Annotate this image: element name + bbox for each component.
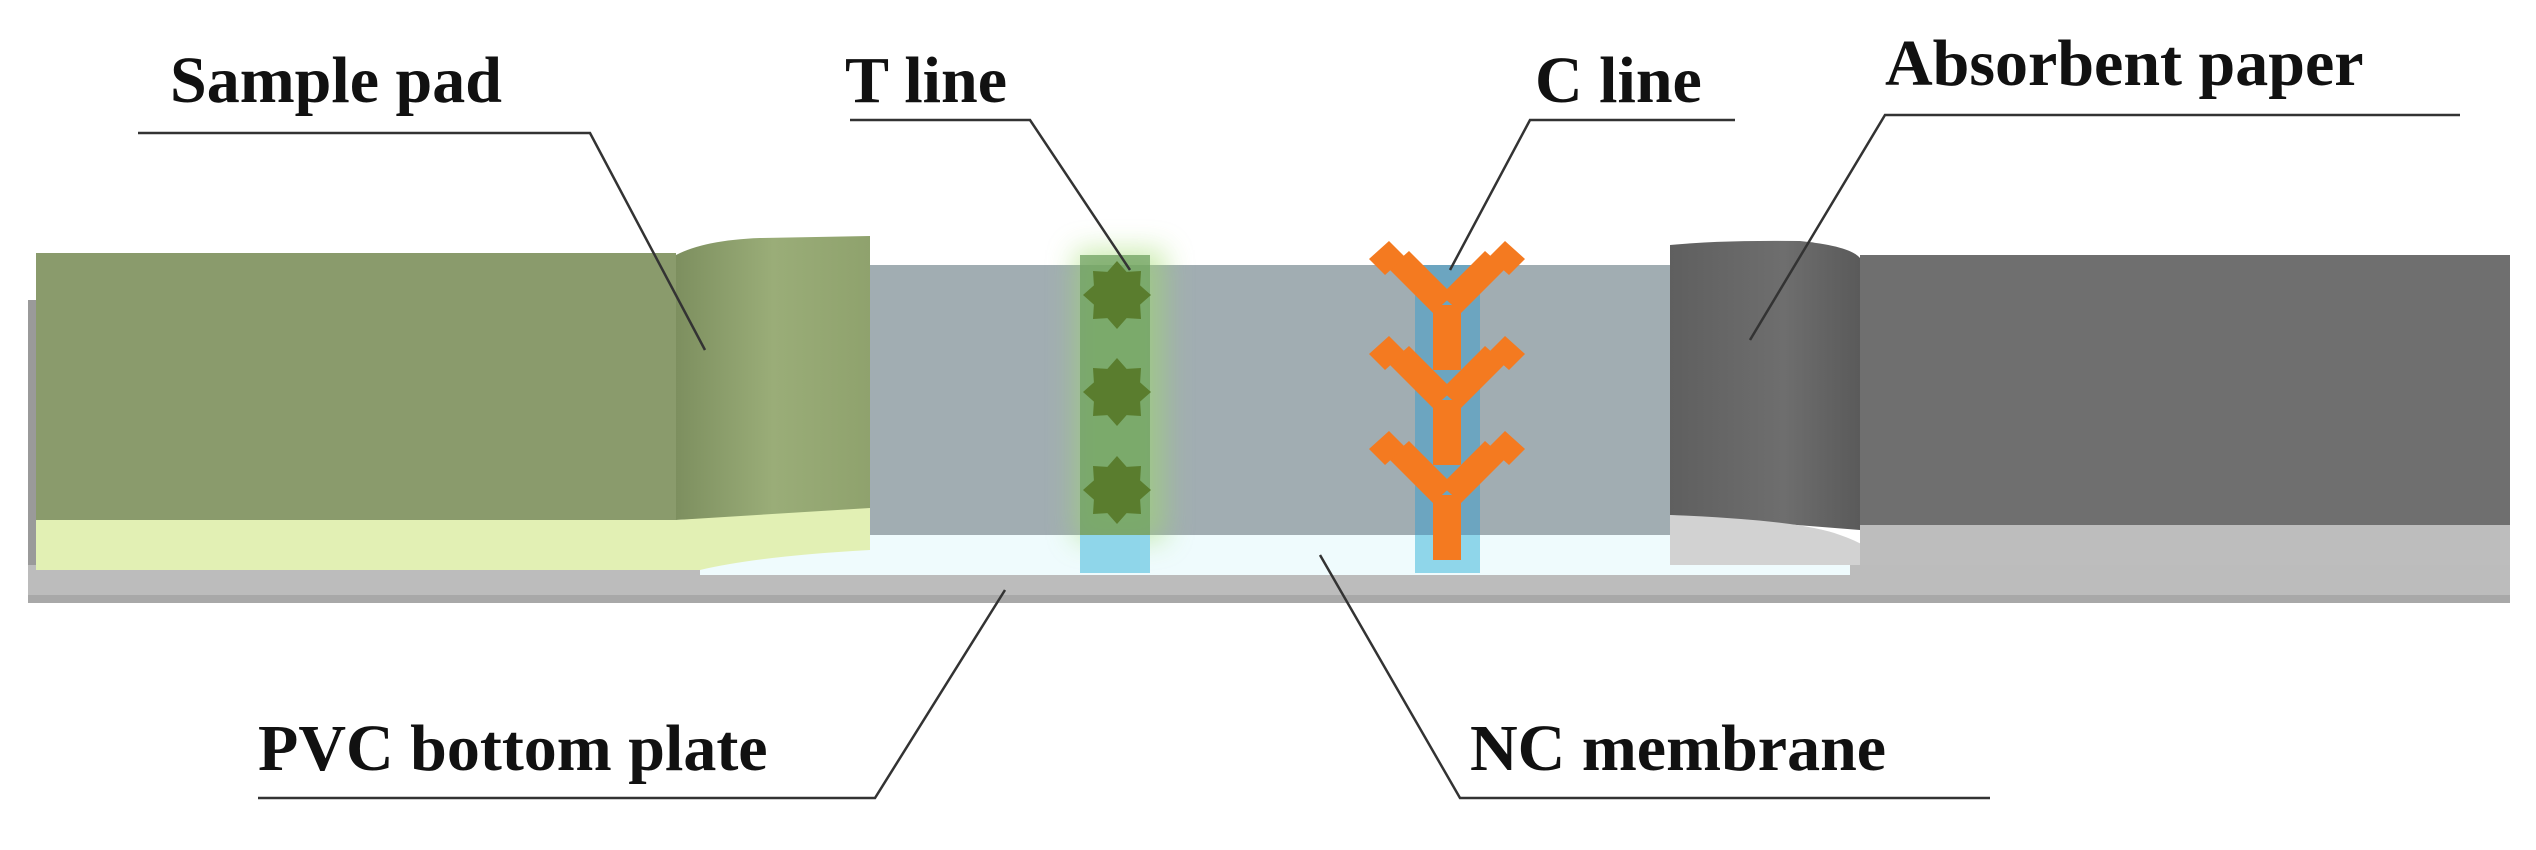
t-line-leader — [850, 118, 1132, 271]
antibody-y-icon — [1369, 431, 1525, 560]
star-marker-icon — [1083, 261, 1151, 329]
absorbent-paper-leader — [1748, 113, 2460, 341]
pvc-bottom-plate-leader — [258, 589, 1007, 800]
absorbent-paper-label: Absorbent paper — [1885, 27, 2364, 100]
c-line-label: C line — [1535, 44, 1702, 117]
nc-membrane-label: NC membrane — [1470, 712, 1886, 785]
sample-pad-label: Sample pad — [170, 44, 502, 117]
star-marker-icon — [1083, 456, 1151, 524]
star-marker-icon — [1083, 358, 1151, 426]
sample-pad-leader — [138, 131, 707, 351]
c-line-leader — [1448, 118, 1735, 271]
absorbent-paper — [1670, 240, 2510, 565]
t-line-zone — [1075, 250, 1165, 573]
leader-lines — [138, 113, 2460, 800]
labels: Sample pad T line C line Absorbent paper… — [170, 27, 2364, 785]
pvc-bottom-plate-label: PVC bottom plate — [258, 712, 768, 785]
nc-membrane-leader — [1318, 554, 1990, 800]
antibody-y-icon — [1369, 241, 1525, 370]
sample-pad — [36, 236, 870, 570]
nc-membrane — [700, 265, 1850, 575]
t-line-label: T line — [845, 44, 1007, 117]
c-line-zone — [1369, 241, 1525, 573]
antibody-y-icon — [1369, 336, 1525, 465]
